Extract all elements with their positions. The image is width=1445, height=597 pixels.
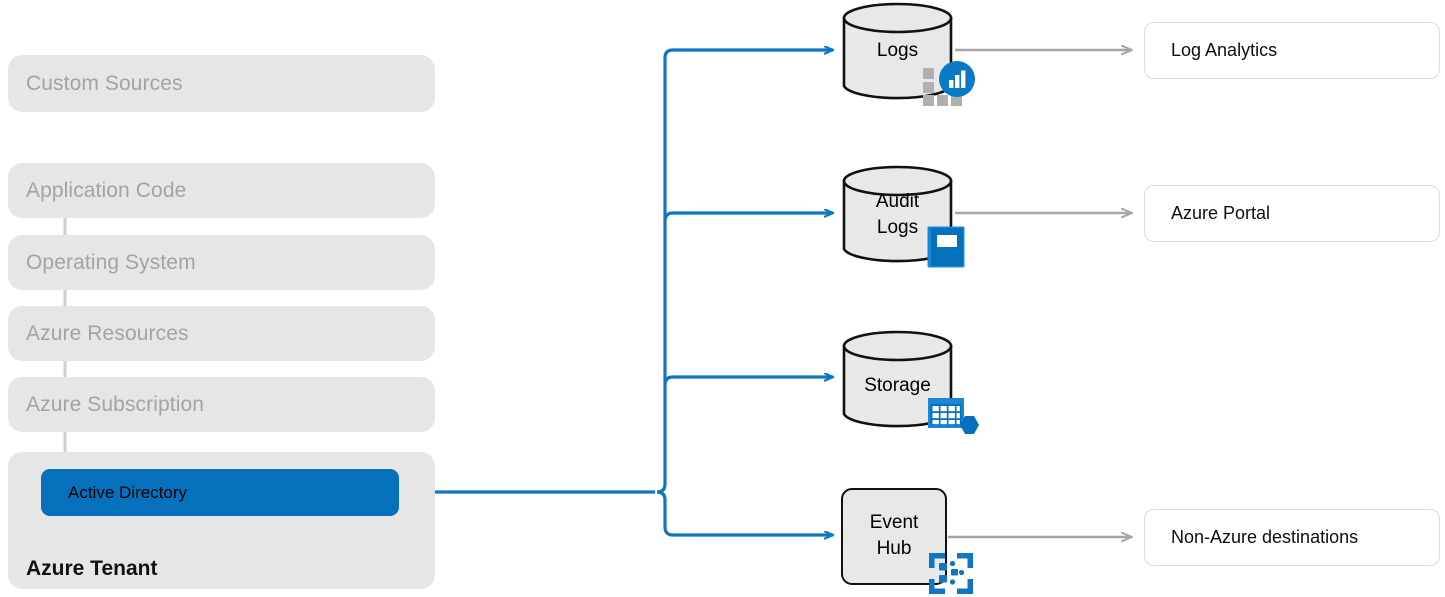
destination-log-analytics[interactable]: Log Analytics [1144,22,1440,79]
destination-label: Log Analytics [1171,40,1278,60]
event-hub-icon [929,553,973,594]
source-box-application-code[interactable]: Application Code [8,163,435,218]
destination-label: Non-Azure destinations [1171,527,1359,547]
source-box-azure-resources[interactable]: Azure Resources [8,306,435,361]
storage-table-icon [928,398,980,442]
source-box-azure-subscription[interactable]: Azure Subscription [8,377,435,432]
azure-tenant-label: Azure Tenant [26,557,158,580]
store-audit-logs[interactable]: Audit Logs [841,165,954,265]
destination-non-azure[interactable]: Non-Azure destinations [1144,509,1440,566]
active-directory-box[interactable]: Active Directory [41,469,399,516]
destination-azure-portal[interactable]: Azure Portal [1144,185,1440,242]
store-event-hub[interactable] [841,488,947,585]
source-label: Custom Sources [26,71,183,95]
cylinder-shape [842,165,953,263]
source-box-operating-system[interactable]: Operating System [8,235,435,290]
log-analytics-icon [922,56,978,106]
azure-portal-icon [927,226,965,268]
source-label: Azure Resources [26,321,189,345]
source-label: Operating System [26,250,196,274]
source-box-custom-sources[interactable]: Custom Sources [8,55,435,112]
destination-label: Azure Portal [1171,203,1271,223]
source-label: Azure Subscription [26,392,205,416]
store-to-destination-arrows [948,50,1132,537]
source-label: Application Code [26,178,187,202]
active-directory-label: Active Directory [68,482,188,502]
ad-branch-connectors [399,50,833,535]
